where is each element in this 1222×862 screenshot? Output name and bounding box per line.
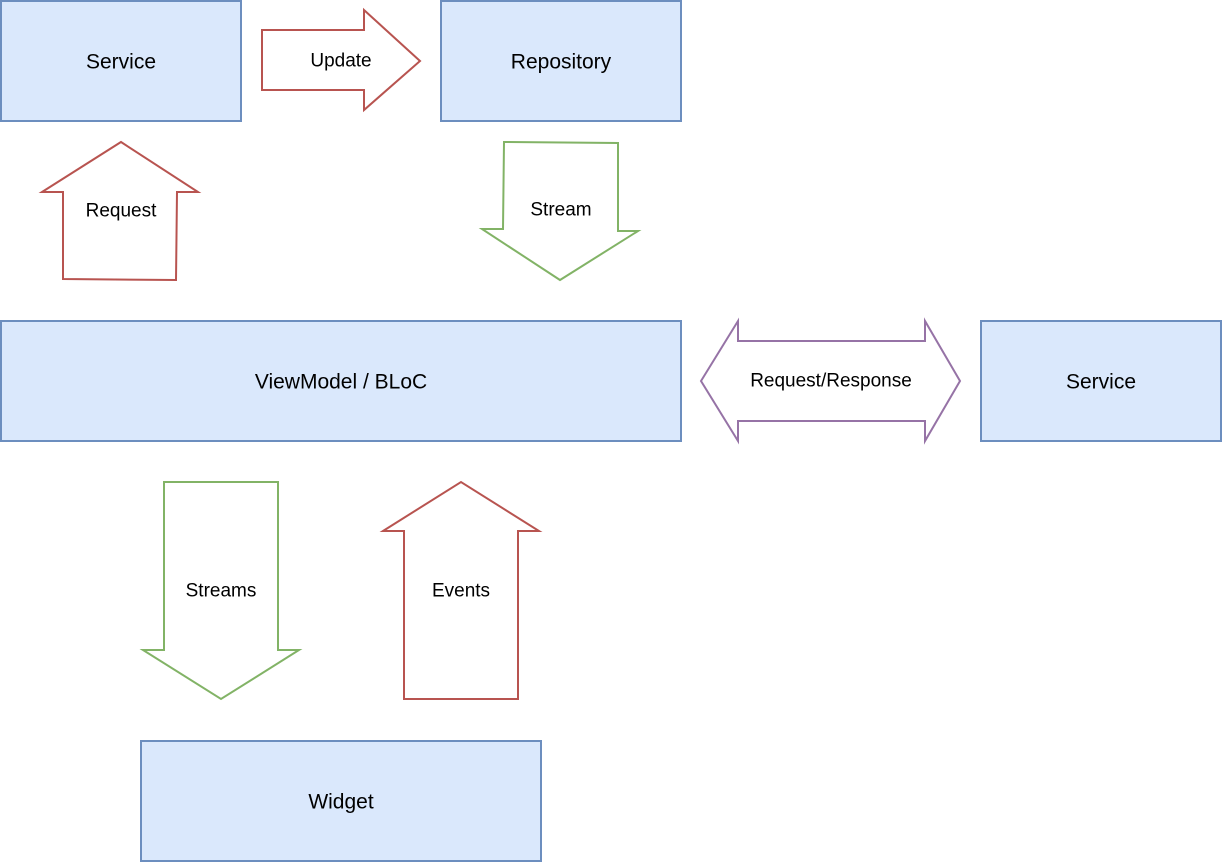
stream-arrow[interactable]: Stream <box>478 140 642 282</box>
edge-label: Stream <box>530 200 591 221</box>
node-label: Repository <box>511 51 612 74</box>
edge-label: Streams <box>186 581 257 602</box>
node-viewmodel-bloc[interactable]: ViewModel / BLoC <box>0 320 682 442</box>
node-service-top[interactable]: Service <box>0 0 242 122</box>
node-label: Widget <box>308 791 374 814</box>
node-label: Service <box>86 51 156 74</box>
edge-label: Request <box>86 201 157 222</box>
update-arrow[interactable]: Update <box>261 7 422 113</box>
request-arrow[interactable]: Request <box>38 140 202 282</box>
node-label: ViewModel / BLoC <box>255 371 427 394</box>
streams-arrow[interactable]: Streams <box>139 481 303 701</box>
node-service-right[interactable]: Service <box>980 320 1222 442</box>
node-widget[interactable]: Widget <box>140 740 542 862</box>
request-response-arrow[interactable]: Request/Response <box>699 317 962 445</box>
events-arrow[interactable]: Events <box>379 480 543 700</box>
edge-label: Events <box>432 581 490 602</box>
node-repository[interactable]: Repository <box>440 0 682 122</box>
edge-label: Request/Response <box>750 371 912 392</box>
edge-label: Update <box>310 51 371 72</box>
node-label: Service <box>1066 371 1136 394</box>
